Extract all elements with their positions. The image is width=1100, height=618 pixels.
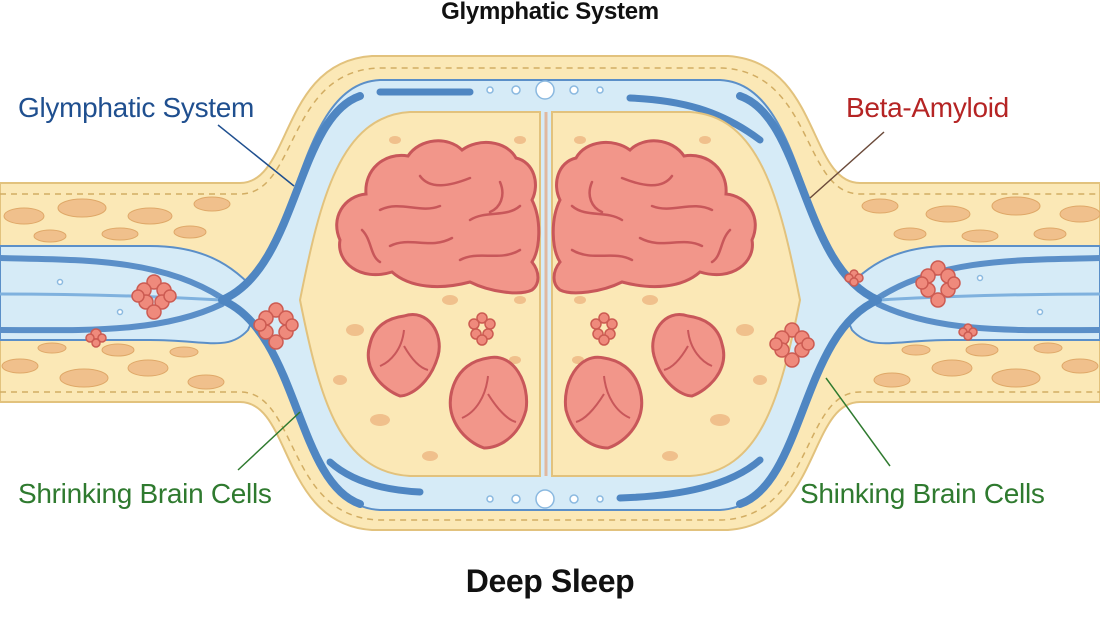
amyloid-cluster-icon-7 <box>915 260 961 308</box>
amyloid-cluster-icon-8 <box>844 269 864 287</box>
amyloid-cluster-icon-6 <box>769 322 815 368</box>
left-tissue-cells <box>1 196 231 390</box>
brain-cell-icon-4 <box>651 313 726 398</box>
brain-cell-icon-2 <box>448 355 529 450</box>
leader-line-right-bottom <box>825 377 891 467</box>
amyloid-cluster-icon-2 <box>253 302 299 350</box>
callout-shrinking-cells-right: Shinking Brain Cells <box>800 478 1045 509</box>
leader-line-right-top <box>809 131 885 199</box>
right-vessel-upper <box>875 255 1100 301</box>
left-vessel-upper <box>0 255 225 301</box>
brain-cell-icon-3 <box>563 355 644 450</box>
brain-cell-icon-1 <box>366 313 441 398</box>
callout-beta-amyloid: Beta-Amyloid <box>846 92 1009 123</box>
amyloid-cluster-icon-4 <box>468 312 496 346</box>
bulb-vessel-left <box>218 92 364 508</box>
left-vessel-lower <box>0 301 225 334</box>
leader-line-left-top <box>217 124 295 187</box>
diagram-caption: Deep Sleep <box>465 563 635 599</box>
left-vessel-center <box>0 292 223 302</box>
callout-shrinking-cells-left: Shrinking Brain Cells <box>18 478 272 509</box>
callout-glymphatic-system: Glymphatic System <box>18 92 255 123</box>
brain-hemisphere-right-icon <box>551 139 757 295</box>
leader-line-left-bottom <box>237 411 301 471</box>
diagram-title: Glymphatic System <box>441 0 659 25</box>
amyloid-cluster-icon-3 <box>85 328 107 348</box>
bulb-vessel-top-right <box>626 94 764 144</box>
inner-dashed-border <box>0 67 1100 195</box>
amyloid-cluster-icon-1 <box>131 274 177 320</box>
right-vessel-center <box>877 292 1100 302</box>
amyloid-cluster-icon-5 <box>590 312 618 346</box>
bulb-vessel-bottom-left <box>326 458 424 496</box>
brain-hemisphere-left-icon <box>335 139 541 295</box>
amyloid-cluster-icon-9 <box>958 323 978 341</box>
right-tissue-cells <box>861 196 1100 388</box>
right-vessel-lower <box>875 301 1100 334</box>
bulb-vessel-bottom-right <box>616 456 764 502</box>
fluid-bubbles <box>56 80 1044 509</box>
inner-dashed-border-bottom <box>0 391 1100 521</box>
